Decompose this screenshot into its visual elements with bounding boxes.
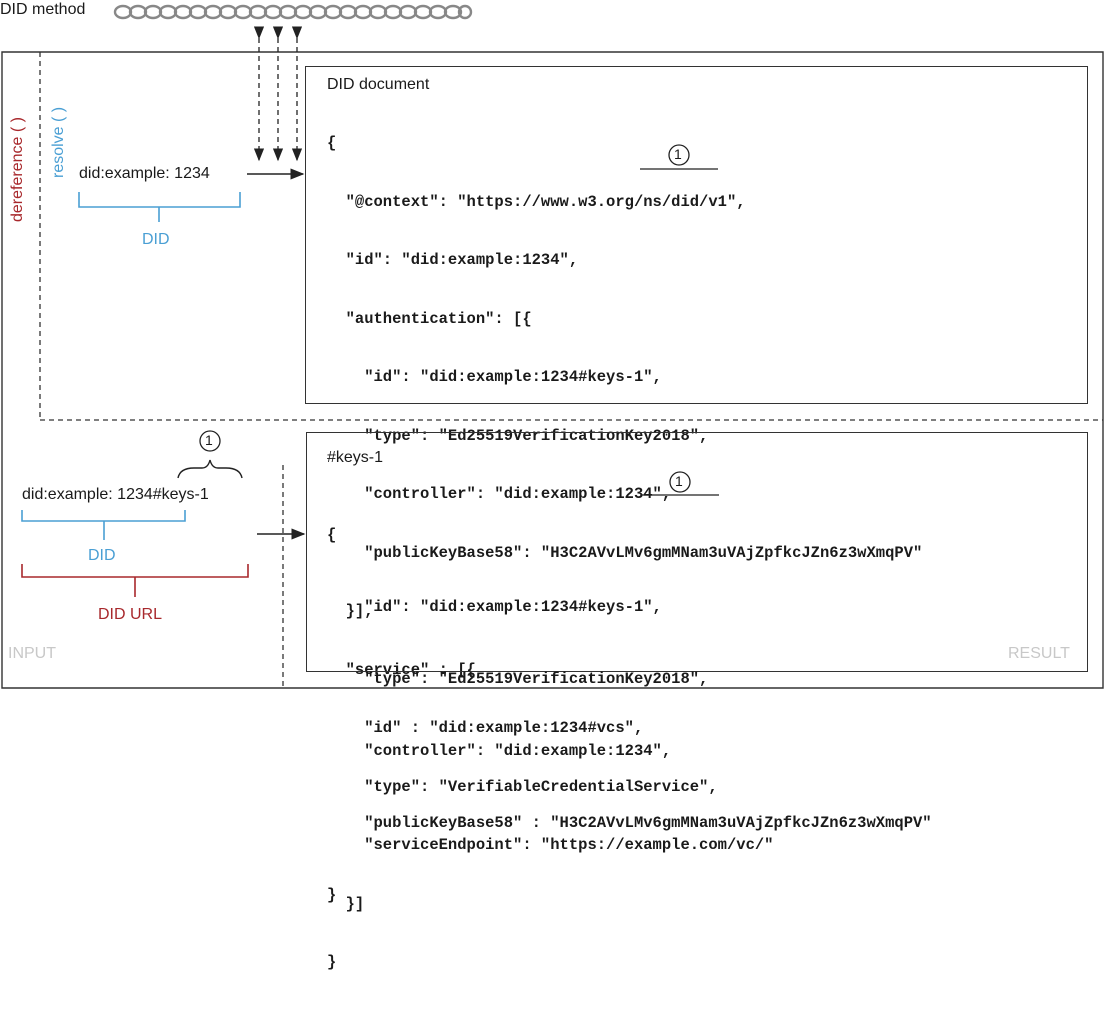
code-line: "type": "Ed25519VerificationKey2018", xyxy=(327,426,709,445)
callout-number: 1 xyxy=(205,432,213,448)
code-line: }], xyxy=(327,602,374,620)
code-line: } xyxy=(327,953,337,971)
keys-result-box: #keys-1 { "id": "did:example:1234#keys-1… xyxy=(306,432,1088,904)
did-url-string: did:example: 1234#keys-1 xyxy=(22,486,209,503)
did-method-label: DID method xyxy=(0,1,86,18)
callout-circles xyxy=(199,144,691,493)
code-line: "service" : [{ xyxy=(327,660,476,679)
code-line: { xyxy=(327,134,337,152)
code-line: "id": "did:example:1234", xyxy=(327,251,579,269)
did-label-deref: DID xyxy=(88,547,116,564)
code-line: "@context": "https://www.w3.org/ns/did/v… xyxy=(327,192,746,211)
code-line: "type": "Ed25519VerificationKey2018", xyxy=(327,670,709,688)
keys-brace xyxy=(177,459,243,479)
resolve-label: resolve ( ) xyxy=(50,106,67,178)
outer-frame xyxy=(1,51,1104,689)
did-bracket-resolve xyxy=(78,192,241,222)
dereference-label: dereference ( ) xyxy=(9,117,26,222)
did-label: DID xyxy=(142,231,170,248)
code-line: "id": "did:example:1234#keys-1", xyxy=(327,368,662,386)
did-url-label: DID URL xyxy=(98,606,163,623)
did-bracket-deref xyxy=(21,510,186,540)
did-method-arrows xyxy=(253,26,303,162)
code-line: "publicKeyBase58" : "H3C2AVvLMv6gmMNam3u… xyxy=(327,814,932,832)
input-label: INPUT xyxy=(8,645,56,662)
callout-number: 1 xyxy=(674,146,682,162)
code-line: "authentication": [{ xyxy=(327,309,532,328)
code-line: { xyxy=(327,526,337,544)
code-line: "id": "did:example:1234#keys-1", xyxy=(327,598,662,616)
did-document-title: DID document xyxy=(327,76,430,93)
code-line: "controller": "did:example:1234", xyxy=(327,485,672,503)
keys-result-title: #keys-1 xyxy=(327,449,384,466)
did-url-bracket xyxy=(21,564,249,597)
chain-icon xyxy=(113,4,473,20)
code-line: "publicKeyBase58": "H3C2AVvLMv6gmMNam3uV… xyxy=(327,543,923,562)
diagram-lines xyxy=(1,4,1104,689)
code-line: } xyxy=(327,886,337,904)
code-line: "controller": "did:example:1234", xyxy=(327,742,672,760)
keys-result-code: { "id": "did:example:1234#keys-1", "type… xyxy=(327,475,932,955)
did-document-box: DID document { "@context": "https://www.… xyxy=(305,66,1088,971)
result-label: RESULT xyxy=(1008,645,1070,662)
callout-number: 1 xyxy=(675,473,683,489)
did-string: did:example: 1234 xyxy=(79,165,210,182)
